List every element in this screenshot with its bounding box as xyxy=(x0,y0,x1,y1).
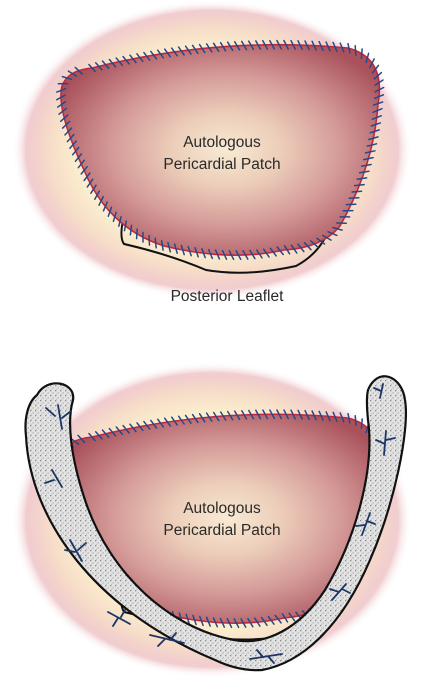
suture-stitch xyxy=(352,191,361,192)
suture-stitch xyxy=(149,236,150,246)
suture-stitch xyxy=(155,238,156,248)
top-patch-label-line1: Autologous xyxy=(183,134,261,151)
suture-stitch xyxy=(349,198,359,199)
suture-stitch xyxy=(355,185,364,186)
bottom-patch-label-line2: Pericardial Patch xyxy=(163,522,280,539)
suture-stitch xyxy=(355,46,356,56)
suture-stitch xyxy=(361,419,362,428)
bottom-patch-label-line1: Autologous xyxy=(183,500,261,517)
posterior-leaflet-label: Posterior Leaflet xyxy=(171,288,285,305)
suture-stitch xyxy=(361,49,362,58)
top-panel: Autologous Pericardial Patch Posterior L… xyxy=(12,0,412,305)
bottom-panel: Autologous Pericardial Patch xyxy=(12,362,412,678)
suture-stitch xyxy=(355,416,356,426)
suture-stitch xyxy=(137,229,138,239)
top-patch-label-line2: Pericardial Patch xyxy=(163,156,280,173)
